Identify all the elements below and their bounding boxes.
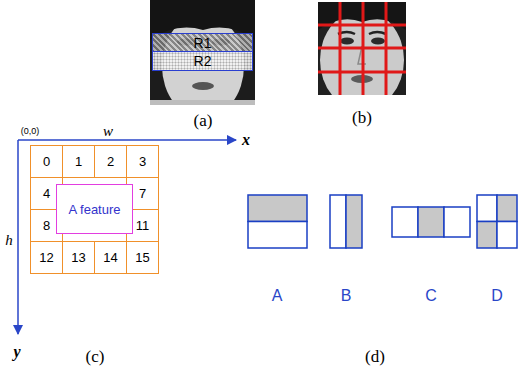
grid-cell: 15 <box>126 241 159 274</box>
feature-name: B <box>341 287 352 305</box>
node-text: 3 <box>139 154 146 169</box>
node-text: R1 <box>194 35 212 51</box>
face-photo <box>150 0 255 105</box>
panel-label: (a) <box>194 111 213 131</box>
node-text: 14 <box>103 250 117 265</box>
node-text: 12 <box>39 250 53 265</box>
axis-label: h <box>5 232 13 249</box>
grid-cell: 0 <box>30 145 63 178</box>
node-text: 1 <box>75 154 82 169</box>
feature-name: C <box>425 287 437 305</box>
axis-label: x <box>242 131 250 149</box>
node-text: 13 <box>71 250 85 265</box>
grid-cell: 13 <box>62 241 95 274</box>
node-text: A feature <box>68 202 120 217</box>
region-box: R2 <box>152 51 253 71</box>
haar-features <box>248 195 517 248</box>
axis-label: y <box>13 343 20 361</box>
grid-cell: 1 <box>62 145 95 178</box>
grid-lines <box>318 2 406 95</box>
grid-cell: 2 <box>94 145 127 178</box>
node-text: 8 <box>43 218 50 233</box>
node-text: 2 <box>107 154 114 169</box>
feature-box: A feature <box>56 184 133 234</box>
node-text: 15 <box>135 250 149 265</box>
grid-cell: 14 <box>94 241 127 274</box>
origin-label: (0,0) <box>21 126 40 136</box>
feature-name: A <box>272 287 283 305</box>
region-box: R1 <box>152 33 253 53</box>
panel-label: (c) <box>86 347 105 367</box>
node-text: 4 <box>43 186 50 201</box>
feature-name: D <box>491 287 503 305</box>
grid-cell: 12 <box>30 241 63 274</box>
panel-label: (b) <box>352 108 372 128</box>
panel-label: (d) <box>365 347 385 367</box>
node-text: 0 <box>43 154 50 169</box>
axes <box>18 140 236 334</box>
node-text: R2 <box>194 53 212 69</box>
node-text: 11 <box>136 218 150 233</box>
node-text: 7 <box>139 186 146 201</box>
grid-cell: 3 <box>126 145 159 178</box>
face-photo <box>318 2 406 95</box>
axis-label: w <box>103 123 113 140</box>
